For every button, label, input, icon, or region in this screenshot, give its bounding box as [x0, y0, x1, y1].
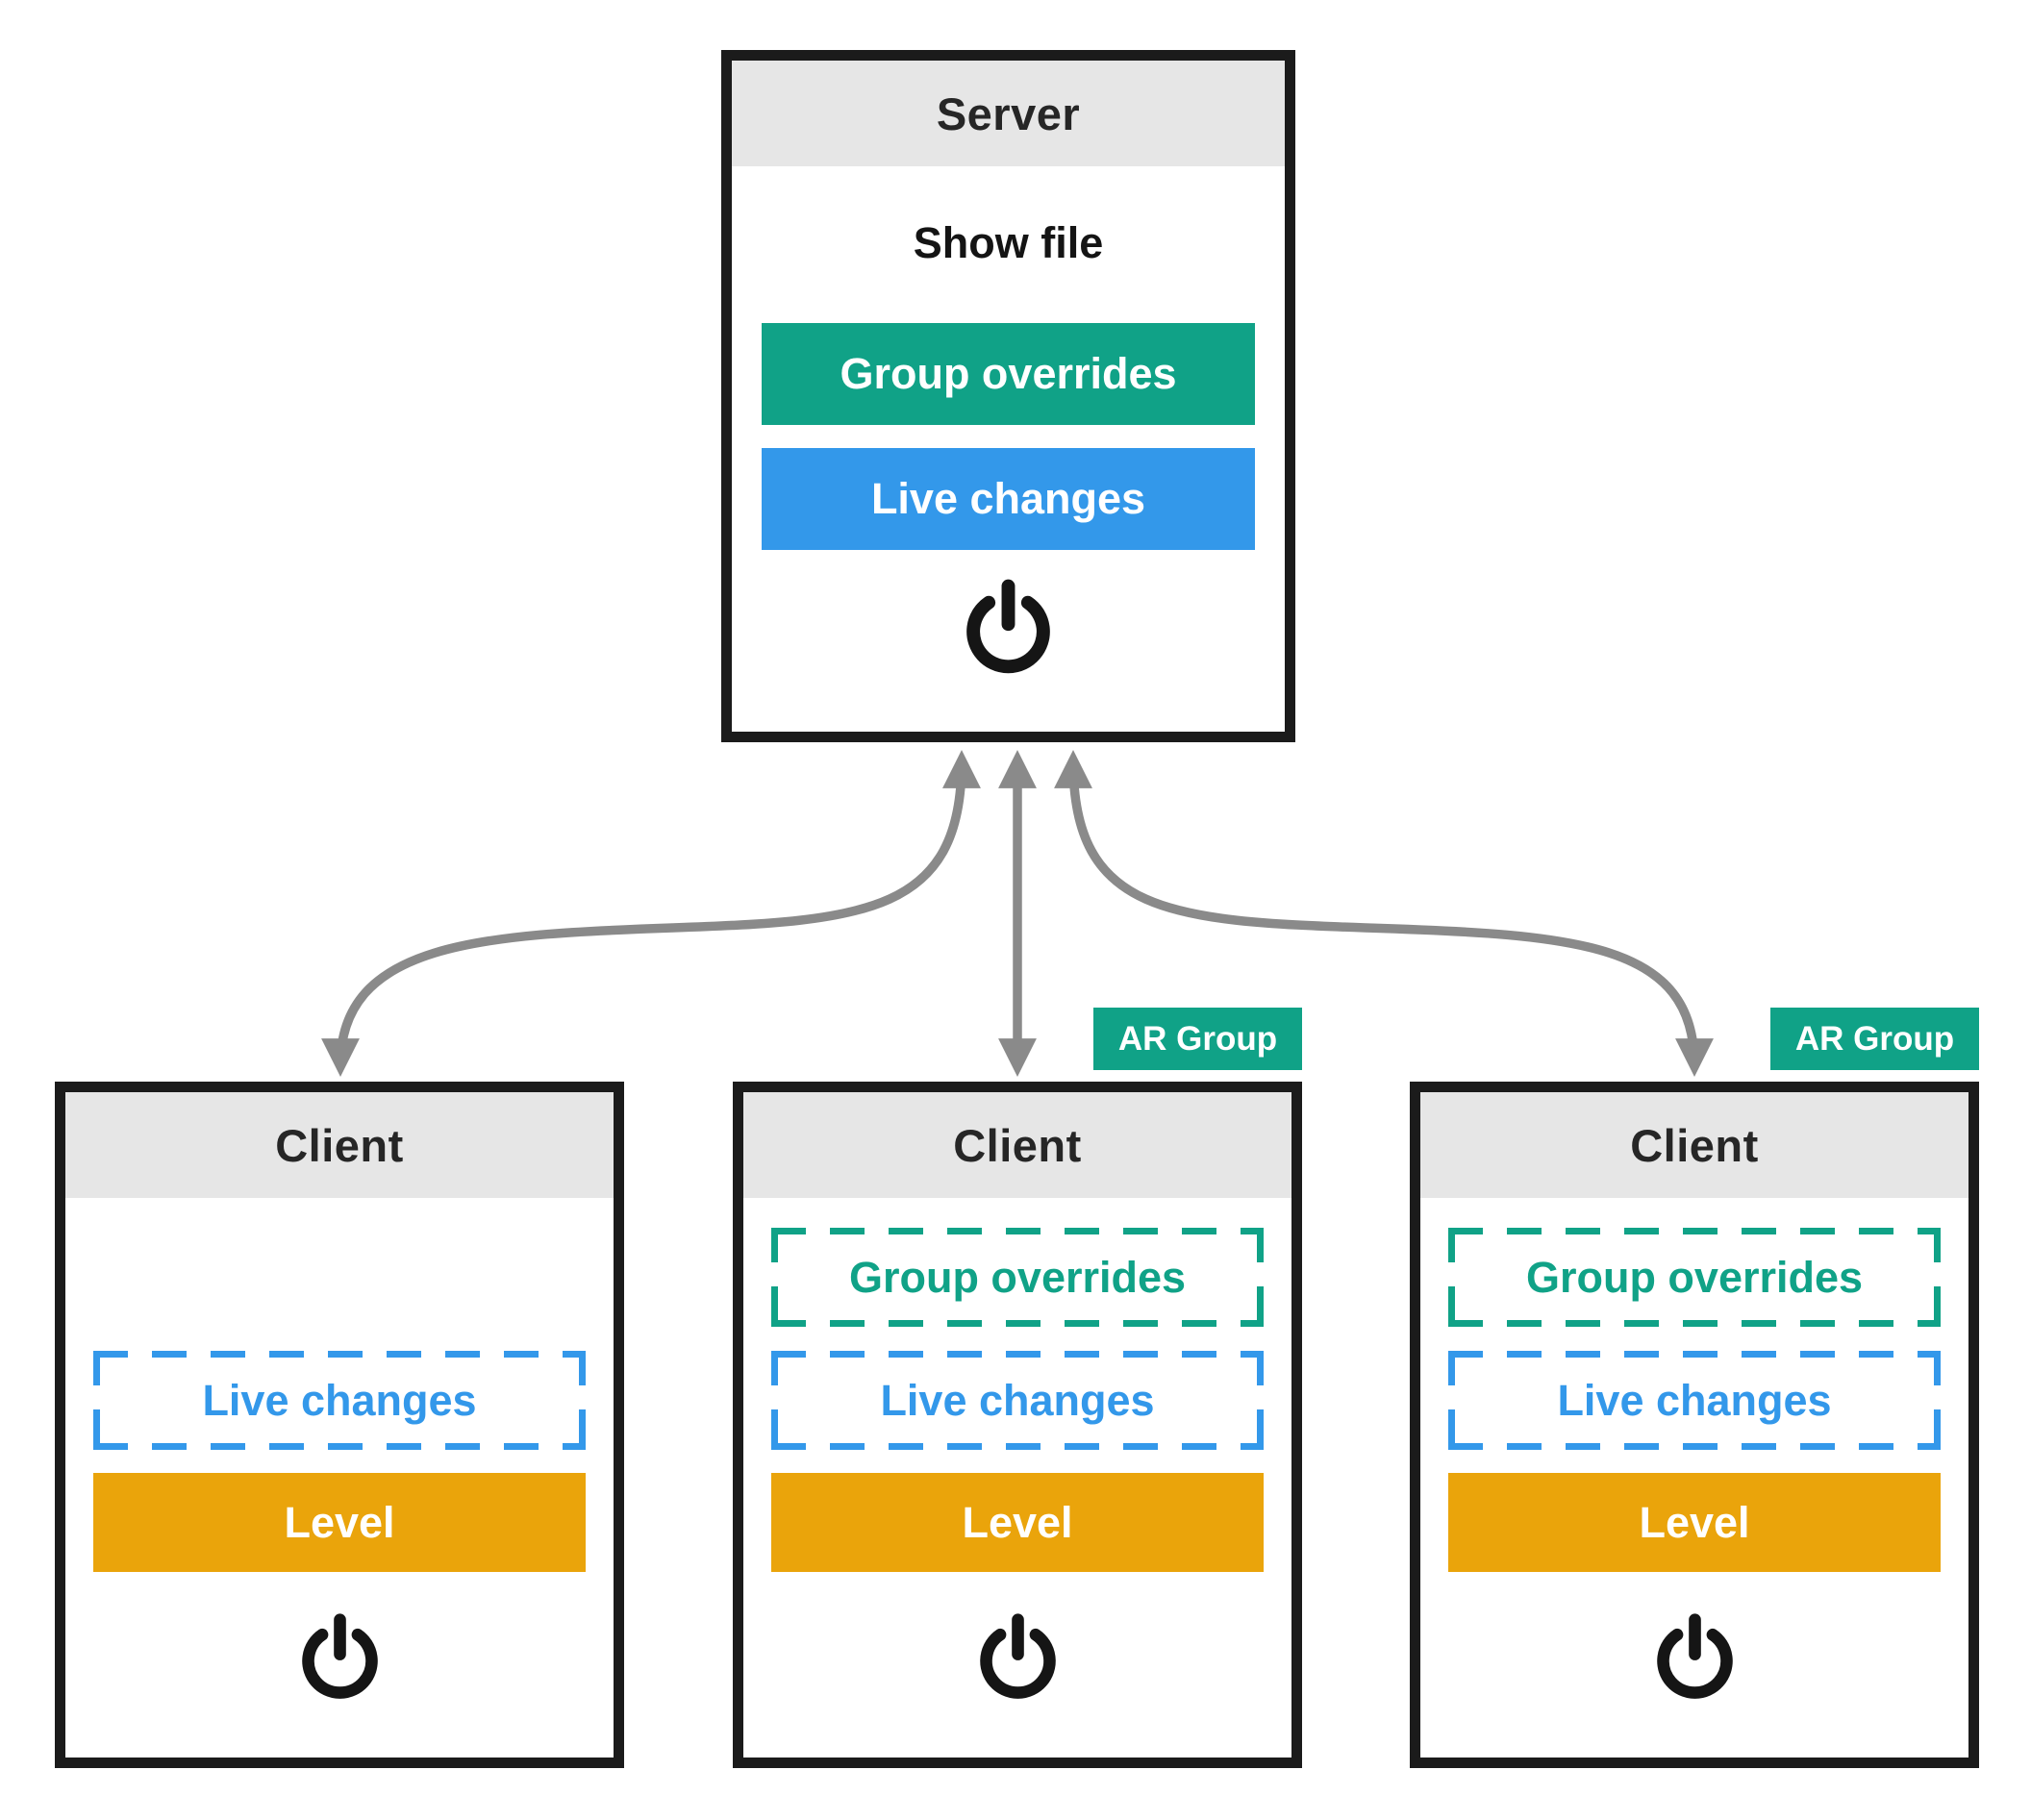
server-title: Server [936, 87, 1081, 139]
group-overrides-label: Group overrides [1525, 1252, 1864, 1302]
level-label: Level [284, 1497, 395, 1547]
client-live-changes-chip: Live changes [771, 1351, 1264, 1450]
power-icon [1657, 1613, 1733, 1699]
ar-group-badge: AR Group [1093, 1008, 1302, 1070]
server-node: Server Show file Group overrides Live ch… [721, 50, 1295, 742]
group-overrides-label: Group overrides [840, 349, 1177, 398]
live-changes-label: Live changes [880, 1375, 1155, 1425]
client-title: Client [1630, 1119, 1759, 1171]
ar-group-badge: AR Group [1770, 1008, 1979, 1070]
power-icon [302, 1613, 378, 1699]
server-header: Server [732, 61, 1285, 166]
ar-group-badge-label: AR Group [1117, 1019, 1278, 1058]
client-node-3: Client Group overrides Live changes Leve… [1410, 1082, 1979, 1768]
client-group-overrides-chip: Group overrides [771, 1228, 1264, 1327]
live-changes-label: Live changes [1557, 1375, 1832, 1425]
client-title: Client [953, 1119, 1082, 1171]
client-header: Client [1420, 1092, 1968, 1198]
level-label: Level [962, 1497, 1073, 1547]
power-icon [980, 1613, 1056, 1699]
client-title: Client [275, 1119, 404, 1171]
client-live-changes-chip: Live changes [1448, 1351, 1941, 1450]
client-level-chip: Level [771, 1473, 1264, 1572]
show-file-label: Show file [913, 218, 1104, 267]
client-level-chip: Level [93, 1473, 586, 1572]
ar-group-badge-label: AR Group [1794, 1019, 1955, 1058]
power-icon [966, 579, 1050, 674]
client-header: Client [743, 1092, 1291, 1198]
sync-arrow-client-1 [321, 750, 981, 1077]
client-live-changes-chip: Live changes [93, 1351, 586, 1450]
client-node-1: Client Live changes Level [55, 1082, 624, 1768]
server-live-changes-chip: Live changes [762, 448, 1255, 550]
client-header: Client [65, 1092, 614, 1198]
client-group-overrides-chip: Group overrides [1448, 1228, 1941, 1327]
level-label: Level [1639, 1497, 1750, 1547]
server-group-overrides-chip: Group overrides [762, 323, 1255, 425]
client-node-2: Client Group overrides Live changes Leve… [733, 1082, 1302, 1768]
group-overrides-label: Group overrides [848, 1252, 1187, 1302]
live-changes-label: Live changes [870, 474, 1146, 523]
client-level-chip: Level [1448, 1473, 1941, 1572]
live-changes-label: Live changes [202, 1375, 477, 1425]
